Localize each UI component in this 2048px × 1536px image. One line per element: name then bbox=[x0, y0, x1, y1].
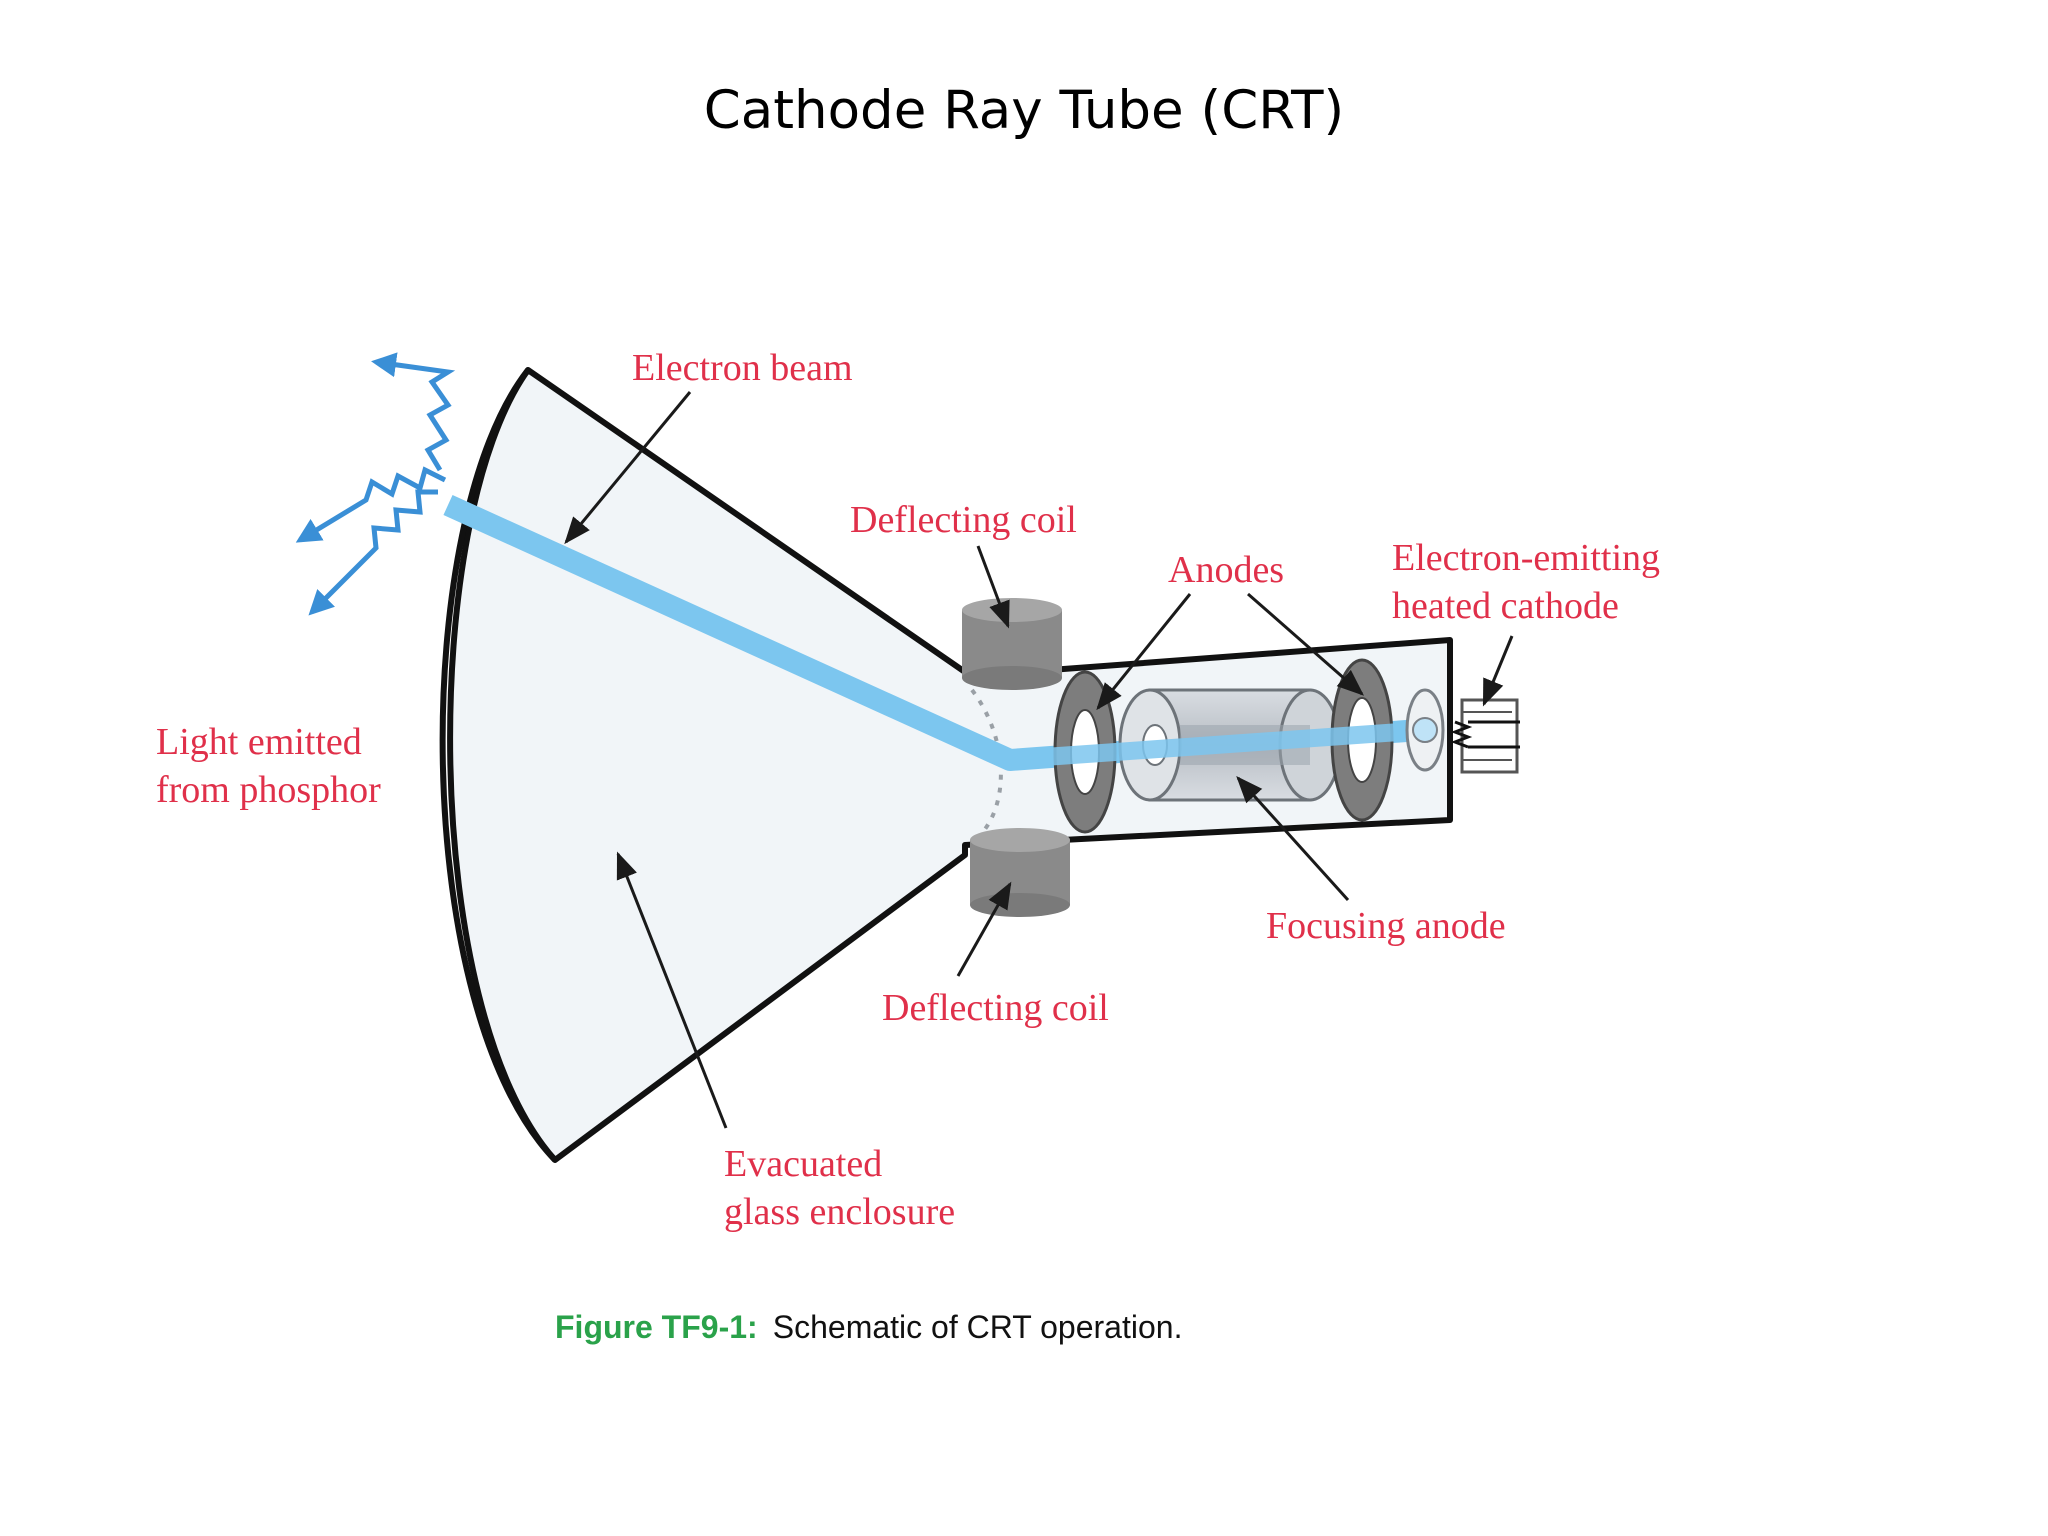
figure-caption: Figure TF9-1: Schematic of CRT operation… bbox=[555, 1309, 1182, 1345]
label-deflecting-coil-top: Deflecting coil bbox=[850, 499, 1077, 541]
heated-cathode bbox=[1405, 688, 1520, 774]
light-rays bbox=[295, 352, 456, 616]
phosphor-screen bbox=[439, 368, 558, 1163]
slide-title: Cathode Ray Tube (CRT) bbox=[703, 80, 1345, 141]
label-enclosure-line2: glass enclosure bbox=[724, 1191, 955, 1233]
deflecting-coil-bottom bbox=[970, 828, 1070, 917]
label-focusing-anode: Focusing anode bbox=[1266, 905, 1506, 947]
label-electron-beam: Electron beam bbox=[632, 347, 853, 389]
label-cathode-line1: Electron-emitting bbox=[1392, 537, 1660, 579]
glass-enclosure bbox=[447, 367, 1453, 1163]
deflecting-coil-top bbox=[962, 598, 1062, 690]
label-enclosure-line1: Evacuated bbox=[724, 1143, 882, 1185]
label-cathode-line2: heated cathode bbox=[1392, 585, 1619, 627]
label-light-line2: from phosphor bbox=[156, 769, 381, 811]
leader-arrows bbox=[564, 391, 1514, 1129]
label-anodes: Anodes bbox=[1168, 549, 1284, 591]
figure-caption-id: Figure TF9-1: bbox=[555, 1309, 758, 1345]
label-deflecting-coil-bottom: Deflecting coil bbox=[882, 987, 1109, 1029]
deflection-region bbox=[970, 688, 1003, 842]
label-light-line1: Light emitted bbox=[156, 721, 362, 763]
figure-caption-text: Schematic of CRT operation. bbox=[773, 1309, 1183, 1345]
electron-beam-neck bbox=[1029, 723, 1401, 767]
